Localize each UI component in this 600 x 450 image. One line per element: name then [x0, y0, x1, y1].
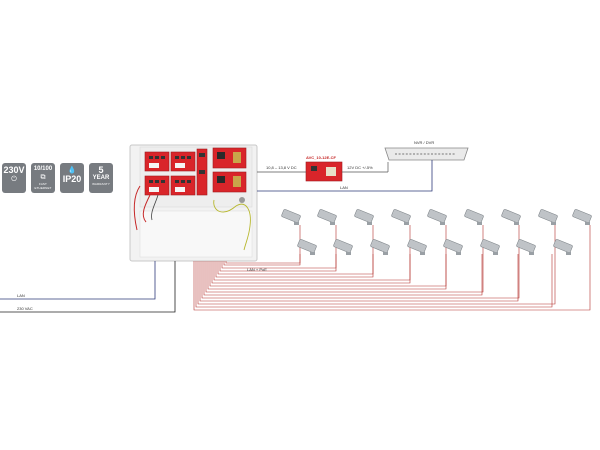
plug-icon: ⏻: [11, 176, 17, 183]
poe-module-3: [144, 175, 170, 196]
camera-top-4: [391, 209, 411, 225]
camera-top-8: [538, 209, 558, 225]
camera-bottom-5: [443, 239, 463, 255]
poe-module-2: [170, 151, 196, 172]
lan-external-label: LAN: [17, 293, 25, 298]
battery-wire-black: [151, 194, 159, 221]
lan-poe-label: LAN + PoE: [247, 267, 267, 272]
ac-line: [0, 261, 176, 313]
warranty-sub: WARRANTY: [92, 182, 110, 186]
dc-converter: [305, 161, 343, 182]
ip-rating-badge: 💧 IP20: [60, 163, 84, 193]
poe-cable-bundle: [193, 225, 591, 311]
psu-module-2: [212, 171, 247, 193]
poe-module-4: [170, 175, 196, 196]
voltage-label: 230V: [3, 165, 25, 175]
ac-input-label: 230 VAC: [17, 306, 33, 311]
camera-bottom-1: [297, 239, 317, 255]
camera-bottom-6: [480, 239, 500, 255]
poe-module-5: [196, 148, 208, 196]
camera-bottom-2: [333, 239, 353, 255]
camera-bottom-7: [516, 239, 536, 255]
warranty-year-word: YEAR: [92, 175, 110, 181]
camera-bottom-4: [407, 239, 427, 255]
ip-rating-label: IP20: [62, 174, 82, 184]
camera-top-2: [317, 209, 337, 225]
lan-uplink: [257, 160, 433, 192]
battery-wire-red: [142, 194, 151, 223]
camera-bottom-3: [370, 239, 390, 255]
warranty-years: 5: [98, 165, 104, 175]
camera-top-5: [427, 209, 447, 225]
camera-top-1: [281, 209, 301, 225]
warranty-badge: 5 YEAR WARRANTY: [89, 163, 113, 193]
ethernet-label: 10/100: [33, 166, 53, 172]
nvr-label: NVR / DVR: [414, 140, 435, 145]
lan-external: [0, 261, 156, 300]
poe-module-1: [144, 151, 170, 172]
dc-input-label: 10,8 – 13,8 V DC: [266, 165, 297, 170]
battery-compartment: [139, 210, 253, 258]
nvr-device: [384, 147, 469, 161]
network-icon: ⧉: [40, 174, 46, 181]
battery-wire-red-2: [133, 185, 141, 231]
lan-uplink-label: LAN: [340, 185, 348, 190]
camera-bottom-8: [553, 239, 573, 255]
camera-top-6: [464, 209, 484, 225]
camera-top-3: [354, 209, 374, 225]
ground-terminal: [239, 197, 245, 203]
camera-top-9: [572, 209, 592, 225]
camera-top-7: [501, 209, 521, 225]
converter-label: AVC_10-12E-CF: [306, 155, 336, 160]
dc-output-label: 12V DC +/-5%: [347, 165, 373, 170]
ethernet-badge: 10/100 ⧉ FAST ETHERNET: [31, 163, 55, 193]
ethernet-sub: FAST ETHERNET: [34, 182, 52, 190]
psu-module-1: [212, 147, 247, 169]
voltage-badge: 230V ⏻: [2, 163, 26, 193]
earth-wire: [213, 199, 251, 251]
drops-icon: 💧: [67, 167, 77, 174]
